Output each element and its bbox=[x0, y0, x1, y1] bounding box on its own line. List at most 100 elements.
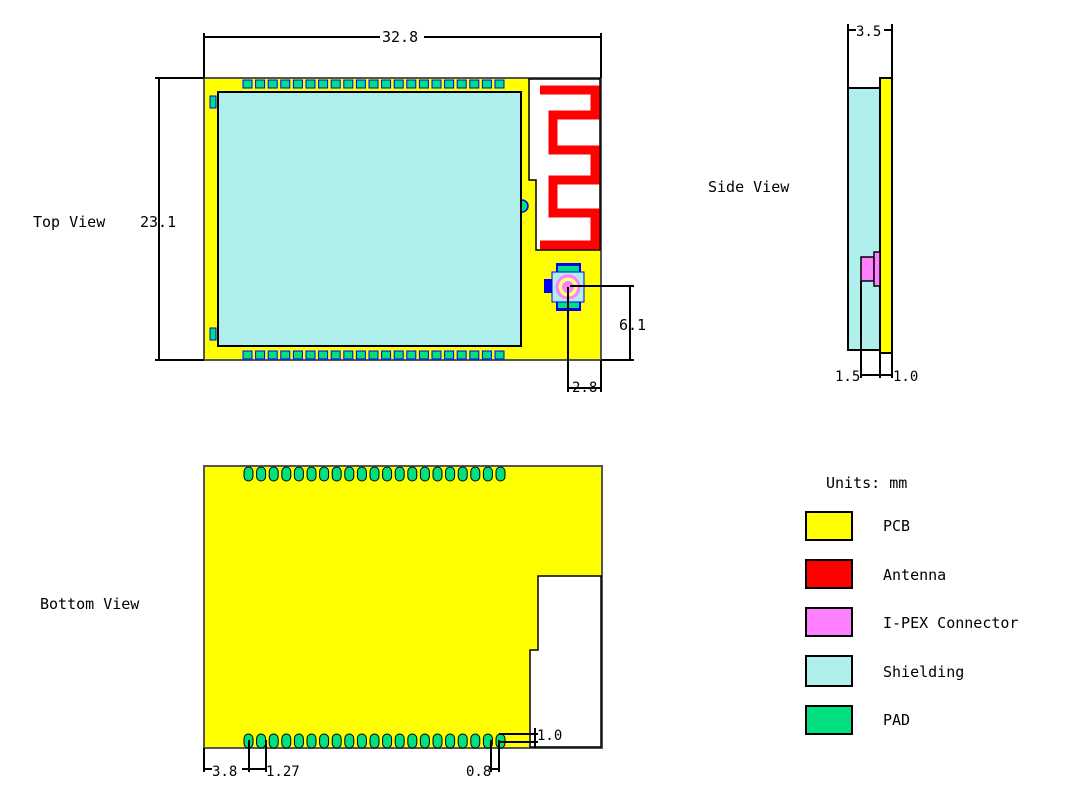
top-side-pad bbox=[209, 327, 217, 341]
pad-bottom bbox=[330, 350, 341, 360]
pad-bottom bbox=[242, 350, 253, 360]
pad-top bbox=[306, 466, 317, 482]
pad-bottom bbox=[432, 733, 443, 749]
pad-bottom bbox=[369, 733, 380, 749]
pad-bottom bbox=[268, 733, 279, 749]
dim-connector-y-label: 6.1 bbox=[619, 316, 646, 334]
pad-bottom bbox=[419, 733, 430, 749]
pad-top bbox=[255, 79, 266, 89]
pad-top bbox=[431, 79, 442, 89]
side-view: 3.5 Side View 1.5 1.0 bbox=[708, 24, 918, 385]
legend-swatch-pad bbox=[805, 705, 853, 735]
pad-top bbox=[330, 79, 341, 89]
pad-top bbox=[344, 466, 355, 482]
pad-bottom bbox=[292, 350, 303, 360]
dim-height-label: 23.1 bbox=[140, 213, 176, 231]
bottom-pads-row-top bbox=[243, 466, 506, 482]
pad-bottom bbox=[494, 350, 505, 360]
pad-top bbox=[293, 466, 304, 482]
top-antenna bbox=[540, 85, 600, 250]
pad-bottom bbox=[431, 350, 442, 360]
bottom-view: Bottom View 3.8 1.27 0.8 1.0 bbox=[40, 465, 603, 780]
pad-top bbox=[481, 79, 492, 89]
legend-label-pcb: PCB bbox=[883, 517, 910, 535]
pad-bottom bbox=[444, 350, 455, 360]
top-side-pad bbox=[209, 95, 217, 109]
pad-top bbox=[445, 466, 456, 482]
dim-width-label: 32.8 bbox=[382, 28, 418, 46]
pad-bottom bbox=[406, 350, 417, 360]
pad-bottom bbox=[368, 350, 379, 360]
pad-top bbox=[444, 79, 455, 89]
pad-bottom bbox=[280, 350, 291, 360]
pad-bottom bbox=[445, 733, 456, 749]
pad-top bbox=[495, 466, 506, 482]
side-ipex-connector bbox=[860, 256, 875, 282]
side-pcb bbox=[879, 77, 893, 354]
pad-bottom bbox=[305, 350, 316, 360]
dim-pin-start-label: 3.8 bbox=[212, 764, 237, 780]
dim-pin-pitch-label: 1.27 bbox=[266, 764, 300, 780]
dim-side-thickness-label: 3.5 bbox=[856, 24, 881, 40]
top-view: 32.8 Top View 23.1 6.1 2.8 bbox=[33, 28, 646, 396]
pad-top bbox=[267, 79, 278, 89]
side-view-label: Side View bbox=[708, 178, 790, 196]
pad-top bbox=[381, 79, 392, 89]
pad-bottom bbox=[457, 733, 468, 749]
pad-top bbox=[456, 79, 467, 89]
side-ipex-base bbox=[873, 251, 881, 287]
pad-top bbox=[256, 466, 267, 482]
bottom-antenna-keepout bbox=[529, 575, 602, 748]
pad-top bbox=[280, 79, 291, 89]
legend-swatch-antenna bbox=[805, 559, 853, 589]
legend-title: Units: mm bbox=[826, 474, 907, 492]
pad-top bbox=[407, 466, 418, 482]
pad-bottom bbox=[356, 733, 367, 749]
top-antenna-keepout bbox=[528, 78, 601, 251]
legend-label-antenna: Antenna bbox=[883, 566, 946, 584]
top-pads-row-bottom bbox=[242, 350, 505, 360]
pad-top bbox=[457, 466, 468, 482]
pad-bottom bbox=[318, 350, 329, 360]
top-shielding bbox=[217, 91, 522, 347]
pad-bottom bbox=[267, 350, 278, 360]
side-shielding bbox=[847, 87, 881, 351]
pad-bottom bbox=[394, 733, 405, 749]
pad-top bbox=[305, 79, 316, 89]
pad-top bbox=[368, 79, 379, 89]
bottom-view-label: Bottom View bbox=[40, 595, 140, 613]
top-pads-row-top bbox=[242, 79, 505, 89]
pad-bottom bbox=[407, 733, 418, 749]
pad-top bbox=[331, 466, 342, 482]
pad-bottom bbox=[481, 350, 492, 360]
pad-top bbox=[369, 466, 380, 482]
pad-top bbox=[319, 466, 330, 482]
pad-top bbox=[382, 466, 393, 482]
pad-bottom bbox=[355, 350, 366, 360]
pad-top bbox=[343, 79, 354, 89]
pad-top bbox=[432, 466, 443, 482]
pad-bottom bbox=[382, 733, 393, 749]
pad-top bbox=[394, 466, 405, 482]
pad-top bbox=[318, 79, 329, 89]
pad-top bbox=[393, 79, 404, 89]
pad-bottom bbox=[331, 733, 342, 749]
legend-swatch-shielding bbox=[805, 655, 853, 687]
pad-bottom bbox=[319, 733, 330, 749]
dim-connector-x-label: 2.8 bbox=[572, 380, 597, 396]
pad-top bbox=[355, 79, 366, 89]
pad-top bbox=[242, 79, 253, 89]
pad-bottom bbox=[418, 350, 429, 360]
pad-bottom bbox=[393, 350, 404, 360]
legend-swatch-pcb bbox=[805, 511, 853, 541]
dim-pad-gap-label: 0.8 bbox=[466, 764, 491, 780]
pad-bottom bbox=[281, 733, 292, 749]
legend-label-ipex: I-PEX Connector bbox=[883, 614, 1018, 632]
legend-label-pad: PAD bbox=[883, 711, 910, 729]
pad-top bbox=[243, 466, 254, 482]
pad-bottom bbox=[343, 350, 354, 360]
pad-top bbox=[482, 466, 493, 482]
pad-bottom bbox=[344, 733, 355, 749]
pad-top bbox=[419, 466, 430, 482]
dim-pad-len-label: 1.0 bbox=[537, 728, 562, 744]
